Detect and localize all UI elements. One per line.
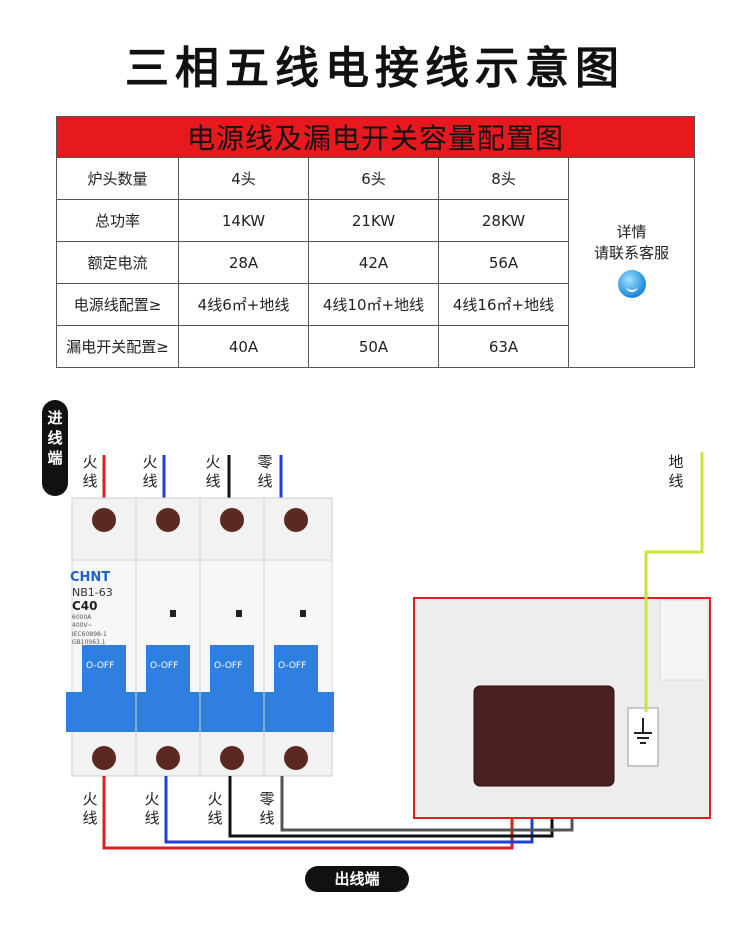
table-cell: 56A — [438, 241, 569, 284]
table-row: 总功率 14KW 21KW 28KW — [56, 199, 695, 242]
off-label: O-OFF — [278, 661, 307, 671]
qq-icon[interactable] — [617, 269, 646, 298]
row-label: 额定电流 — [56, 241, 179, 284]
ground-label: 地线 — [668, 453, 684, 490]
breaker-voltage: 400V~ — [72, 622, 93, 629]
terminal-screw — [284, 746, 308, 770]
off-label: O-OFF — [86, 661, 115, 671]
row-label: 电源线配置≥ — [56, 283, 179, 326]
terminal-screw — [284, 508, 308, 532]
wire-label-top: 火线 — [82, 453, 98, 490]
breaker-toggle — [82, 645, 126, 695]
wire-label-bottom: 火线 — [82, 790, 98, 827]
wire-label-top: 火线 — [142, 453, 158, 490]
junction-box — [473, 685, 615, 787]
contact-line: 请联系客服 — [594, 243, 670, 262]
off-label: O-OFF — [150, 661, 179, 671]
breaker-toggle — [210, 645, 254, 695]
table-cell: 40A — [178, 325, 309, 368]
breaker-brand: CHNT — [70, 570, 111, 585]
breaker-capacity: 6000A — [72, 614, 92, 621]
table-row: 漏电开关配置≥ 40A 50A 63A — [56, 325, 695, 368]
table-cell: 63A — [438, 325, 569, 368]
terminal-screw — [92, 508, 116, 532]
wire-label-top: 火线 — [205, 453, 221, 490]
table-cell: 28A — [178, 241, 309, 284]
breaker-standard: IEC60898-1 — [72, 631, 107, 638]
breaker-rating: C40 — [72, 599, 98, 613]
terminal-screw — [220, 508, 244, 532]
output-terminal-pill: 出线端 — [305, 866, 409, 892]
table-cell: 28KW — [438, 199, 569, 242]
ground-wire — [644, 452, 704, 712]
table-cell: 42A — [308, 241, 439, 284]
table-cell: 4线10㎡+地线 — [308, 283, 439, 326]
input-terminal-pill: 进线端 — [42, 400, 68, 496]
terminal-screw — [156, 508, 180, 532]
breaker-toggle — [146, 645, 190, 695]
table-row: 炉头数量 4头 6头 8头 详情 请联系客服 — [56, 157, 696, 368]
off-label: O-OFF — [214, 661, 243, 671]
terminal-screw — [92, 746, 116, 770]
contact-line: 详情 — [616, 222, 647, 241]
circuit-breaker — [66, 497, 334, 777]
table-row: 额定电流 28A 42A 56A — [56, 241, 695, 284]
breaker-model: NB1-63 — [72, 586, 113, 599]
wire-label-top: 零线 — [257, 453, 273, 490]
wire-label-bottom: 零线 — [259, 790, 275, 827]
table-cell: 14KW — [178, 199, 309, 242]
contact-cell: 详情 请联系客服 — [567, 157, 696, 368]
row-label: 总功率 — [56, 199, 179, 242]
capacity-table: 电源线及漏电开关容量配置图 炉头数量 4头 6头 8头 详情 请联系客服 总功率… — [55, 116, 696, 368]
page-title: 三相五线电接线示意图 — [125, 43, 625, 94]
terminal-screw — [156, 746, 180, 770]
wire-label-bottom: 火线 — [207, 790, 223, 827]
terminal-screw — [220, 746, 244, 770]
wire-label-bottom: 火线 — [144, 790, 160, 827]
breaker-toggle — [274, 645, 318, 695]
table-banner: 电源线及漏电开关容量配置图 — [55, 116, 696, 158]
table-cell: 4线16㎡+地线 — [438, 283, 569, 326]
breaker-standard: GB10963.1 — [72, 639, 106, 646]
row-label: 漏电开关配置≥ — [56, 325, 179, 368]
table-cell: 50A — [308, 325, 439, 368]
